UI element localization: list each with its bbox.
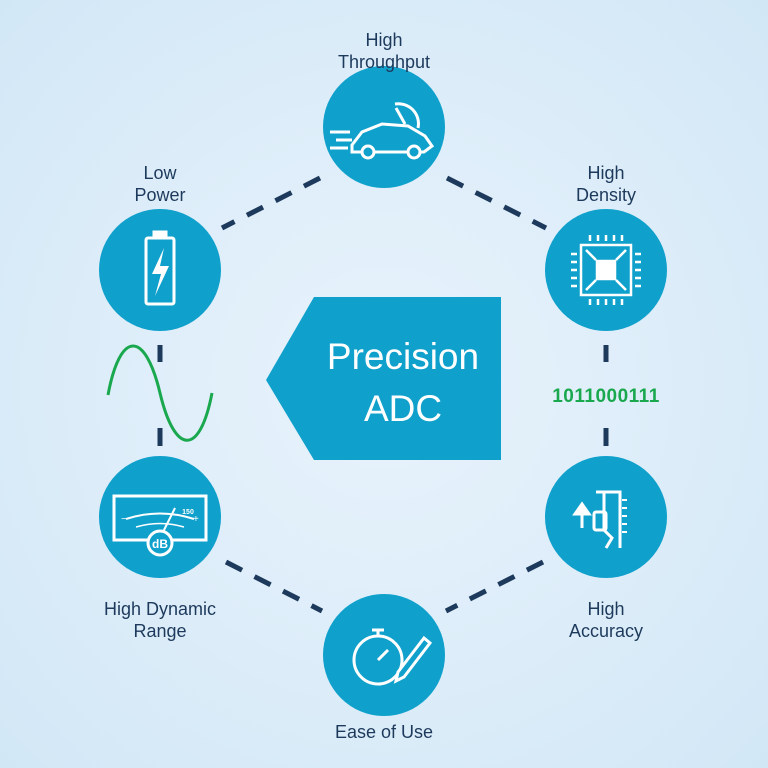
center-arrow-shape (266, 297, 501, 460)
center-title-line2: ADC (363, 388, 443, 429)
battery-icon (144, 230, 176, 306)
label-ease-of-use: Ease of Use (294, 721, 474, 743)
label-line: Range (133, 621, 187, 641)
label-high-throughput: High Throughput (294, 29, 474, 73)
label-low-power: Low Power (70, 162, 250, 206)
label-high-accuracy: High Accuracy (516, 598, 696, 642)
meter-unit-text: dB (152, 537, 168, 551)
label-line: High Dynamic (103, 599, 217, 619)
connector-range-ease (224, 559, 324, 614)
label-high-dynamic-range: High Dynamic Range (70, 598, 250, 642)
center-title-line1: Precision (326, 336, 480, 377)
svg-text:−: − (121, 514, 127, 525)
label-line: Density (575, 185, 637, 205)
svg-text:+: + (193, 514, 199, 525)
sine-wave (106, 344, 214, 442)
race-car-speedometer-icon (330, 102, 435, 160)
dashed-connectors (220, 175, 548, 614)
label-high-density: High Density (516, 162, 696, 206)
db-meter-icon: dB 150 − + (112, 494, 208, 557)
caliper-icon (572, 490, 627, 549)
label-line: Accuracy (568, 621, 644, 641)
label-line: Ease of Use (334, 722, 434, 742)
label-line: High (587, 163, 625, 183)
meter-max-text: 150 (182, 509, 194, 516)
chip-icon (571, 235, 641, 305)
label-line: Low (143, 163, 177, 183)
stopwatch-pencil-icon (352, 628, 433, 686)
throughput-circle (323, 66, 445, 188)
label-line: Power (134, 185, 186, 205)
label-line: Throughput (337, 52, 431, 72)
label-line: High (365, 30, 403, 50)
binary-code-text: 1011000111 (552, 386, 660, 407)
dynamic-range-circle (99, 456, 221, 578)
vertical-connectors (157, 345, 609, 446)
label-line: High (587, 599, 625, 619)
